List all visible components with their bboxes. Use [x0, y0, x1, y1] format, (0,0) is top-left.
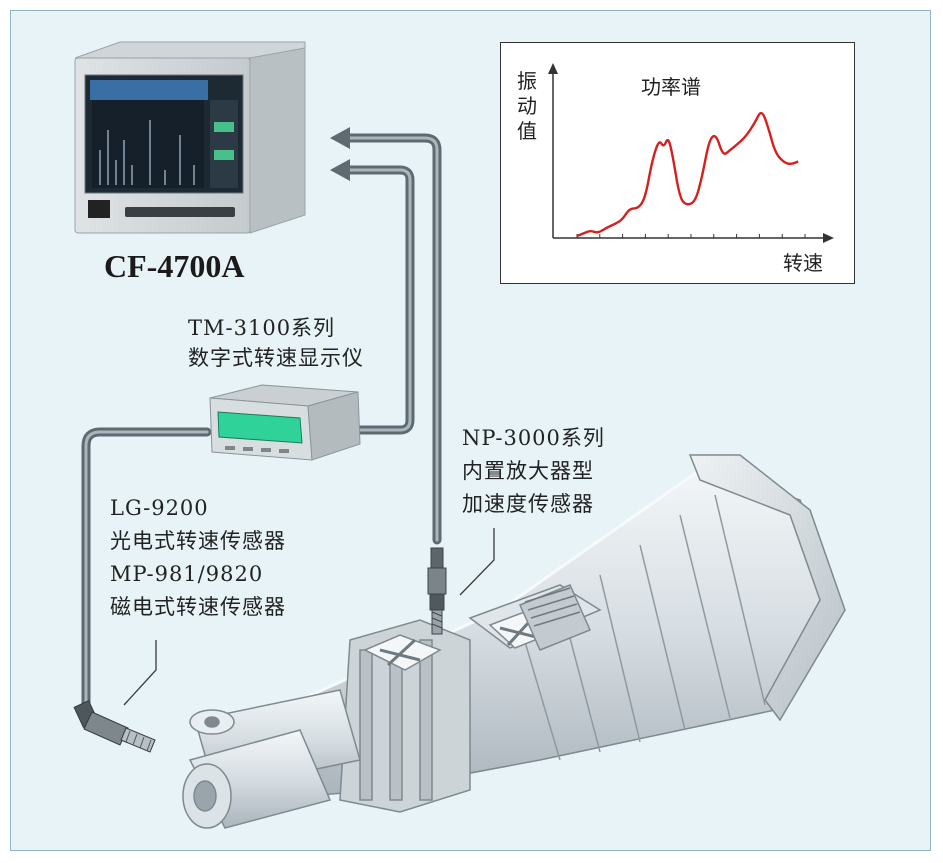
cables — [81, 133, 442, 710]
gearbox — [182, 454, 846, 829]
magnetic-sensor-model-label: MP-981/9820 — [110, 562, 264, 586]
accelerometer-sensor — [427, 547, 447, 635]
tachometer-device — [209, 384, 361, 461]
optical-sensor-description-label: 光电式转速传感器 — [110, 529, 286, 553]
y-axis-arrow — [548, 63, 558, 74]
x-axis-arrow — [823, 233, 834, 243]
series-line — [576, 111, 799, 238]
optical-sensor-model-label: LG-9200 — [110, 496, 209, 520]
x-axis-label: 转速 — [783, 251, 823, 275]
tachometer-description-label: 数字式转速显示仪 — [188, 346, 364, 370]
magnetic-sensor-description-label: 磁电式转速传感器 — [110, 595, 286, 619]
analyzer-model-label: CF-4700A — [104, 248, 245, 284]
analyzer-device — [74, 41, 306, 234]
y-axis-label: 振动值 — [517, 69, 537, 143]
arrow-heads — [330, 127, 350, 181]
speed-sensor — [73, 699, 156, 753]
accelerometer-type-label: 内置放大器型 — [462, 459, 594, 483]
accelerometer-model-label: NP-3000系列 — [462, 426, 605, 450]
leader-lines — [123, 528, 495, 706]
power-spectrum-chart: 功率谱 振动值 转速 — [500, 42, 855, 284]
tachometer-model-label: TM-3100系列 — [188, 316, 336, 340]
chart-plot — [548, 63, 834, 243]
accelerometer-description-label: 加速度传感器 — [462, 492, 594, 516]
chart-title: 功率谱 — [641, 75, 701, 99]
